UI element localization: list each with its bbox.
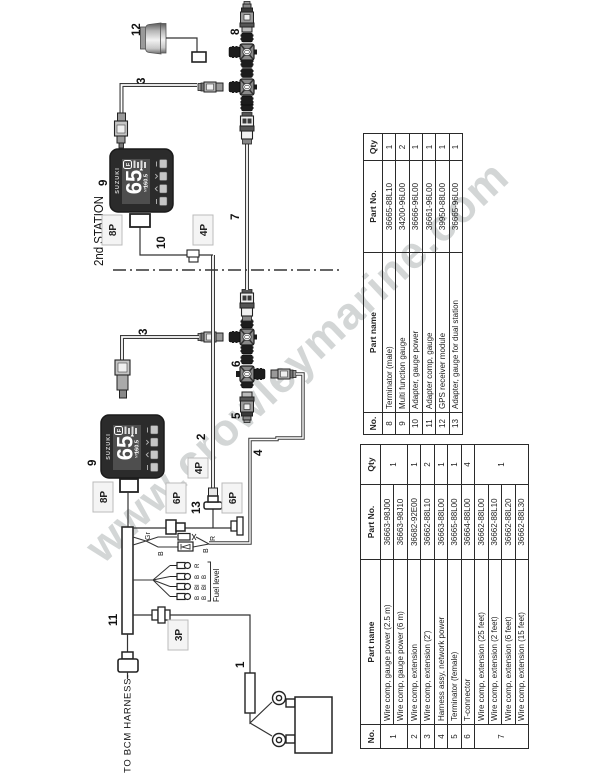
svg-text:B: B [158,551,165,556]
svg-text:13: 13 [191,501,203,514]
svg-text:9: 9 [98,180,110,186]
svg-text:3: 3 [136,78,148,84]
svg-text:R: R [210,536,217,541]
svg-text:8: 8 [230,28,242,35]
svg-text:TO BCM HARNESS-: TO BCM HARNESS- [123,674,134,773]
svg-text:3: 3 [138,329,150,335]
svg-text:6P: 6P [172,492,183,505]
svg-text:3P: 3P [174,629,185,642]
svg-text:5: 5 [231,412,243,419]
svg-text:B: B [201,596,208,600]
svg-text:9: 9 [87,460,99,466]
svg-text:4P: 4P [199,224,210,237]
svg-text:1: 1 [235,661,247,668]
svg-text:Bl: Bl [201,584,208,590]
svg-text:12: 12 [131,23,143,36]
svg-text:10: 10 [156,236,168,249]
svg-text:8P: 8P [108,224,119,237]
svg-text:8P: 8P [99,491,110,504]
svg-text:R: R [194,563,201,568]
svg-text:B: B [201,575,208,579]
svg-text:6P: 6P [228,492,239,505]
svg-text:6: 6 [231,361,243,367]
svg-text:B: B [203,548,210,553]
svg-text:4: 4 [253,449,265,456]
svg-text:Gr: Gr [145,532,152,540]
svg-text:Bl: Bl [194,584,201,590]
svg-text:B: B [194,575,201,579]
svg-text:7: 7 [230,214,242,220]
svg-text:B: B [194,596,201,600]
svg-text:11: 11 [108,613,120,626]
svg-text:4P: 4P [194,462,205,475]
svg-text:Fuel level: Fuel level [212,568,221,602]
svg-text:2nd STATION: 2nd STATION [92,196,106,266]
svg-text:2: 2 [196,434,208,440]
